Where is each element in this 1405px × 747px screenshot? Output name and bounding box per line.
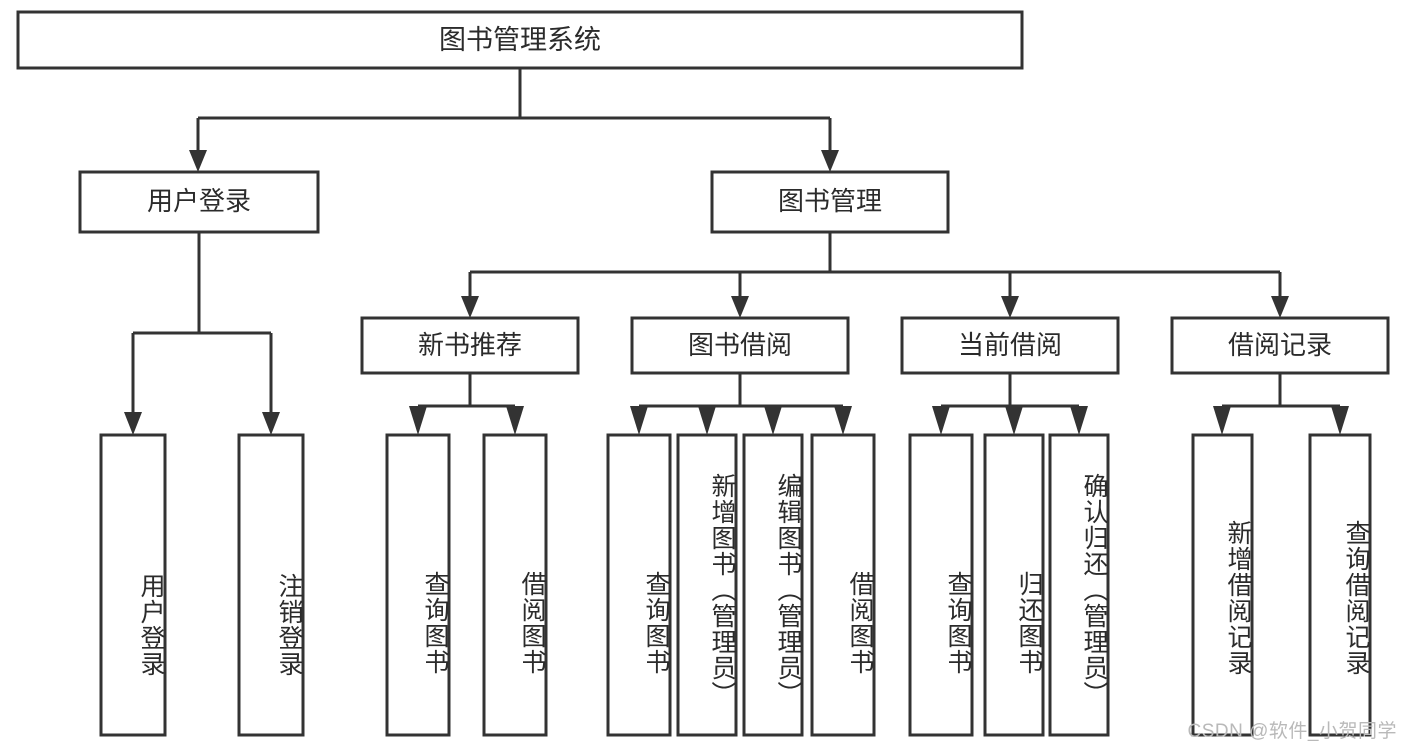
arrowhead-borrow-leaf-2 (698, 406, 716, 435)
leaf-box-add-record[interactable] (1191, 433, 1254, 737)
arrowhead-userlogin-leaf-2 (262, 412, 280, 435)
node-root-label: 图书管理系统 (439, 25, 601, 55)
node-book-borrow[interactable]: 图书借阅 (630, 316, 850, 375)
arrowhead-root-to-user-login (189, 150, 207, 172)
arrowhead-record-leaf-1 (1213, 406, 1231, 435)
node-book-management[interactable]: 图书管理 (710, 170, 950, 234)
leaf-box-query-record[interactable] (1308, 433, 1372, 737)
node-root-box[interactable] (16, 10, 1024, 70)
leaf-box-borrow-book-rec[interactable] (482, 433, 548, 737)
arrowhead-newbook-leaf-1 (409, 406, 427, 435)
node-user-login[interactable]: 用户登录 (78, 170, 320, 234)
node-current-borrow[interactable]: 当前借阅 (900, 316, 1120, 375)
arrowhead-newbook-leaf-2 (506, 406, 524, 435)
connector-layer (124, 68, 1349, 435)
node-book-management-label: 图书管理 (778, 186, 882, 216)
node-book-borrow-box[interactable] (630, 316, 850, 375)
node-borrow-record-box[interactable] (1170, 316, 1390, 375)
node-borrow-record[interactable]: 借阅记录 (1170, 316, 1390, 375)
leaf-box-query-book-cur[interactable] (908, 433, 974, 737)
leaf-box-logout[interactable] (237, 433, 305, 737)
arrowhead-record-leaf-2 (1331, 406, 1349, 435)
arrowhead-borrow-leaf-1 (630, 406, 648, 435)
node-user-login-label: 用户登录 (147, 186, 251, 216)
leaf-box-return-book[interactable] (983, 433, 1045, 737)
arrowhead-userlogin-leaf-1 (124, 412, 142, 435)
arrowhead-bookmgmt-borrow (731, 296, 749, 318)
leaf-box-user-login[interactable] (99, 433, 167, 737)
node-user-login-box[interactable] (78, 170, 320, 234)
node-book-borrow-label: 图书借阅 (688, 330, 792, 360)
leaf-box-borrow-book-brw[interactable] (810, 433, 876, 737)
node-root[interactable]: 图书管理系统 (16, 10, 1024, 70)
arrowhead-borrow-leaf-3 (764, 406, 782, 435)
leaf-box-layer (99, 433, 1372, 737)
arrowhead-root-to-book-mgmt (821, 150, 839, 172)
leaf-box-query-book-rec[interactable] (385, 433, 451, 737)
leaf-box-edit-book-admin[interactable] (742, 433, 804, 737)
leaf-box-confirm-return[interactable] (1048, 433, 1110, 737)
csdn-watermark: CSDN @软件_小贺同学 (1187, 721, 1397, 742)
arrowhead-bookmgmt-newbook (461, 296, 479, 318)
leaf-box-query-book-brw[interactable] (606, 433, 672, 737)
node-book-management-box[interactable] (710, 170, 950, 234)
node-new-book-recommend-box[interactable] (360, 316, 580, 375)
arrowhead-current-leaf-3 (1070, 406, 1088, 435)
arrowhead-bookmgmt-current (1001, 296, 1019, 318)
node-new-book-recommend[interactable]: 新书推荐 (360, 316, 580, 375)
node-current-borrow-label: 当前借阅 (958, 330, 1062, 360)
arrowhead-borrow-leaf-4 (834, 406, 852, 435)
node-new-book-recommend-label: 新书推荐 (418, 330, 522, 360)
node-current-borrow-box[interactable] (900, 316, 1120, 375)
arrowhead-bookmgmt-record (1271, 296, 1289, 318)
arrowhead-current-leaf-1 (932, 406, 950, 435)
node-borrow-record-label: 借阅记录 (1228, 330, 1332, 360)
leaf-box-add-book-admin[interactable] (676, 433, 738, 737)
arrowhead-current-leaf-2 (1005, 406, 1023, 435)
